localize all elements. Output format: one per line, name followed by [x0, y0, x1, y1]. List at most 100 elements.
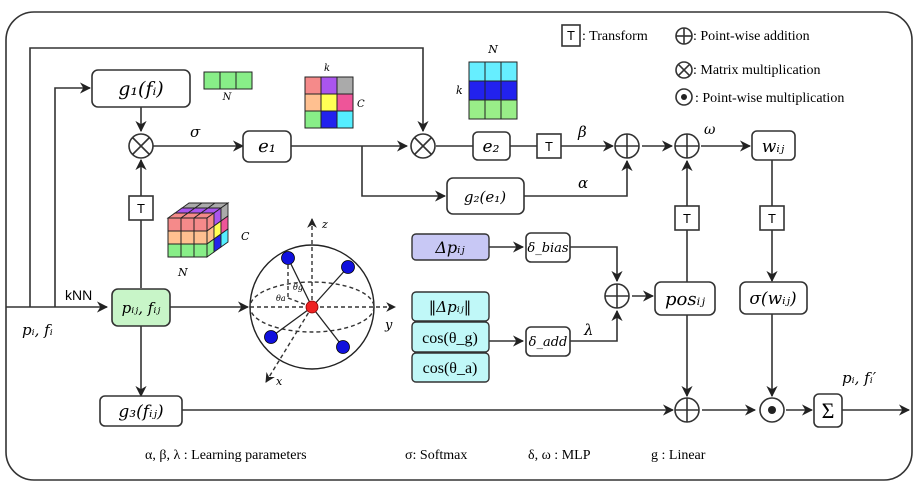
tensor-cell	[304, 93, 322, 112]
theta-a-label: θa	[276, 294, 286, 303]
matmul-operator-1	[128, 133, 154, 159]
label-knn: kNN	[65, 287, 92, 303]
tensor-cell	[167, 230, 182, 245]
tensor-cube	[166, 202, 230, 258]
tensor-cell	[219, 71, 237, 90]
tensor-cell	[500, 99, 518, 120]
legend-top: T : Transform : Point-wise addition : Ma…	[561, 24, 844, 106]
svg-text:T: T	[545, 139, 553, 154]
tensor-cell	[468, 80, 486, 101]
tensor-cell	[484, 61, 502, 82]
svg-text:T: T	[768, 211, 776, 226]
neighbor-point	[264, 330, 278, 344]
tensor-cell	[336, 110, 354, 129]
tensor-cell	[235, 71, 253, 90]
transform-box-2: T	[536, 133, 562, 159]
tensor-cell	[336, 76, 354, 95]
node-delta-p: Δpᵢⱼ	[411, 233, 490, 261]
svg-text:posᵢⱼ: posᵢⱼ	[665, 289, 705, 310]
tensor-cell	[180, 217, 195, 232]
mat1-c-label: C	[357, 99, 365, 110]
pointwise-mult-operator	[759, 397, 785, 423]
tensor-cell	[304, 76, 322, 95]
x-axis-label: x	[276, 375, 283, 388]
node-g2: g₂(e₁)	[446, 177, 525, 215]
svg-text:T: T	[137, 201, 145, 216]
add-operator-2	[674, 133, 700, 159]
plus-circle-icon	[675, 27, 693, 45]
svg-text:e₁: e₁	[258, 136, 276, 157]
label-beta: β	[577, 123, 587, 141]
mat1-k-label: k	[324, 63, 330, 74]
tensor-cell	[193, 230, 208, 245]
add-operator-1	[614, 133, 640, 159]
svg-text:pᵢⱼ, fᵢⱼ: pᵢⱼ, fᵢⱼ	[122, 299, 161, 317]
add-operator-4	[674, 397, 700, 423]
label-alpha: α	[578, 174, 588, 192]
neighborhood-sphere: z y x θa θg	[249, 218, 396, 388]
legend-transform-label: : Transform	[582, 29, 648, 44]
node-sum: Σ	[813, 393, 843, 428]
label-lambda: λ	[583, 321, 594, 339]
tensor-vector-n	[203, 71, 253, 90]
node-norm-delta-p: ‖Δpᵢⱼ‖	[411, 291, 490, 322]
mat2-k-label: k	[456, 84, 463, 97]
svg-text:e₂: e₂	[483, 137, 500, 157]
tensor-cell	[320, 93, 338, 112]
tensor-cell	[180, 243, 195, 258]
node-e2: e₂	[472, 131, 511, 161]
node-cos-theta-a: cos(θ_a)	[411, 352, 490, 383]
label-input: pᵢ, fᵢ	[22, 321, 53, 339]
tensor-cell	[500, 61, 518, 82]
svg-text:g₂(e₁): g₂(e₁)	[464, 188, 506, 206]
tensor-cell	[167, 243, 182, 258]
svg-text:σ(wᵢⱼ): σ(wᵢⱼ)	[749, 289, 796, 309]
svg-text:‖Δpᵢⱼ‖: ‖Δpᵢⱼ‖	[429, 298, 471, 316]
svg-text:Δpᵢⱼ: Δpᵢⱼ	[434, 238, 465, 257]
matmul-operator-2	[410, 133, 436, 159]
mat2-n-label: N	[487, 43, 498, 56]
tensor-cell	[193, 243, 208, 258]
legend-transform-symbol: T	[567, 28, 575, 43]
tensor-matrix-n-k	[468, 61, 518, 120]
svg-text:wᵢⱼ: wᵢⱼ	[762, 137, 785, 157]
node-pos-ij: posᵢⱼ	[654, 281, 716, 316]
legend-transform-box	[561, 24, 581, 47]
node-cos-theta-g: cos(θ_g)	[411, 321, 490, 353]
tensor-cell	[193, 217, 208, 232]
tensor-cell	[304, 110, 322, 129]
svg-text:cos(θ_g): cos(θ_g)	[422, 330, 478, 347]
tensor-cell	[203, 71, 221, 90]
svg-text:cos(θ_a): cos(θ_a)	[423, 360, 478, 377]
legend-params: α, β, λ : Learning parameters	[145, 448, 307, 463]
svg-text:g₃(fᵢⱼ): g₃(fᵢⱼ)	[118, 402, 163, 422]
label-sigma: σ	[190, 123, 201, 141]
legend-bottom: α, β, λ : Learning parameters σ: Softmax…	[145, 448, 706, 463]
tensor-cell	[484, 80, 502, 101]
center-point	[305, 300, 319, 314]
tensor-cell	[500, 80, 518, 101]
transform-box-4: T	[759, 205, 785, 231]
legend-matmul-label: : Matrix multiplication	[693, 63, 821, 78]
theta-g-label: θg	[293, 283, 303, 292]
tensor-cell	[320, 110, 338, 129]
svg-text:δ_add: δ_add	[529, 335, 568, 350]
add-operator-3	[604, 283, 630, 309]
tensor-cell	[468, 61, 486, 82]
cube-c-label: C	[241, 230, 250, 243]
legend-mlp: δ, ω : MLP	[528, 448, 591, 463]
tensor-cell	[180, 230, 195, 245]
tensor-cell	[468, 99, 486, 120]
tensor-cell	[320, 76, 338, 95]
node-wij: wᵢⱼ	[751, 130, 796, 161]
svg-text:T: T	[683, 211, 691, 226]
tensor-cell	[336, 93, 354, 112]
node-g1: g₁(fᵢ)	[91, 69, 191, 108]
transform-box-1: T	[128, 195, 154, 221]
tensor-cell	[484, 99, 502, 120]
label-omega: ω	[704, 122, 716, 138]
vec-n-label: N	[222, 92, 233, 103]
node-pij-fij: pᵢⱼ, fᵢⱼ	[111, 288, 171, 327]
svg-text:δ_bias: δ_bias	[527, 241, 569, 256]
